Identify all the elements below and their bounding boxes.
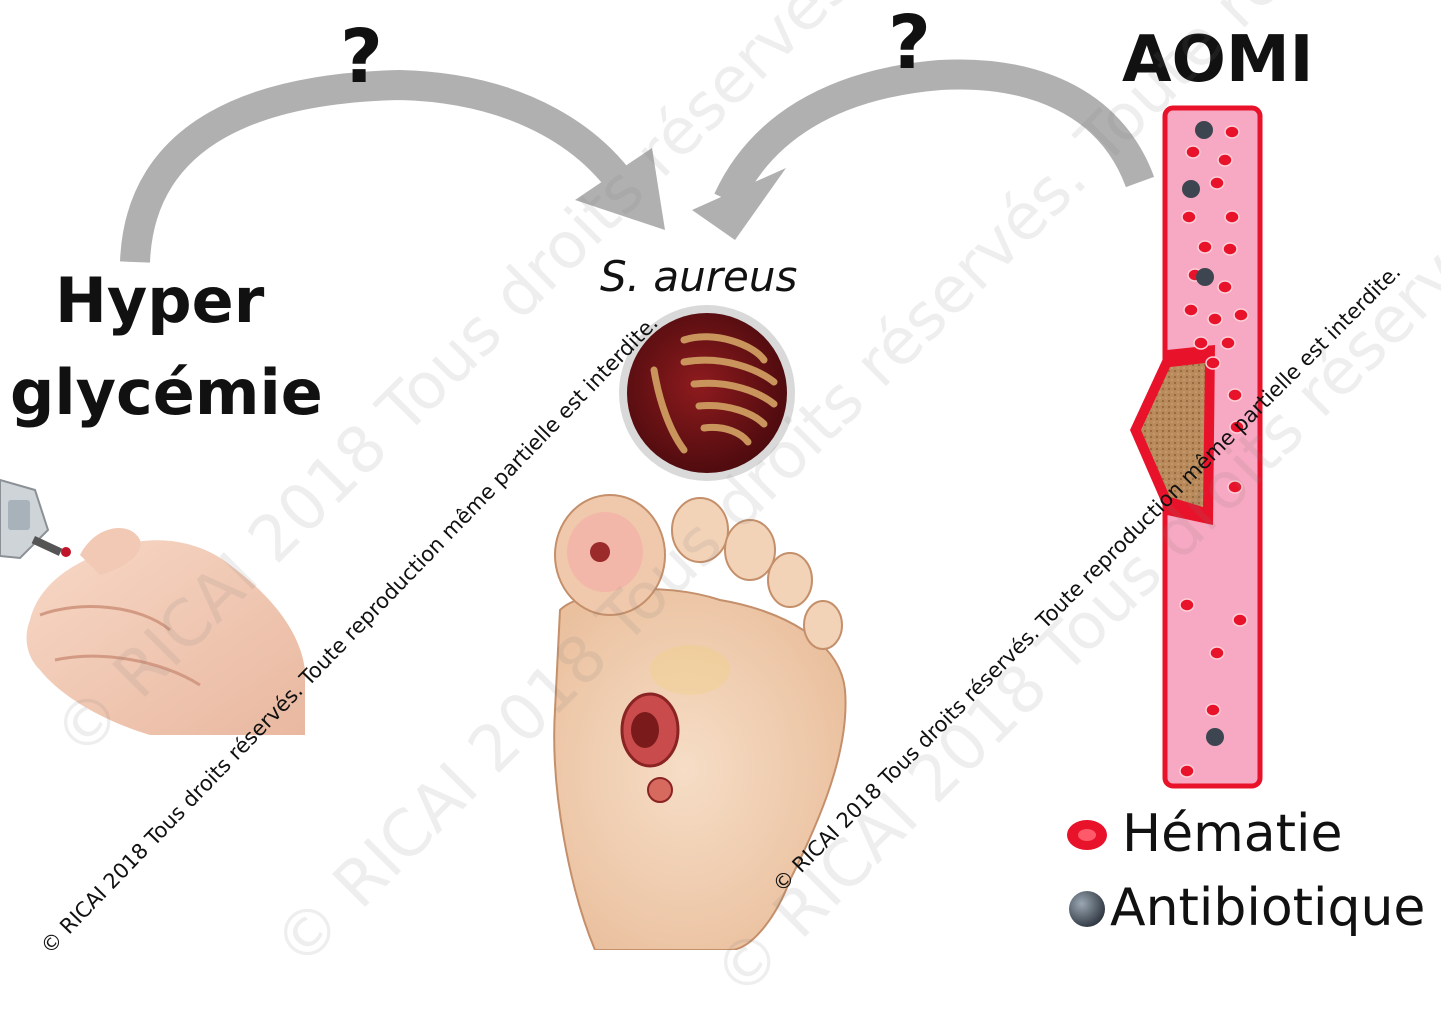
legend-antibiotic-label: Antibiotique [1110, 882, 1425, 934]
hyperglycemia-line1: Hyper [55, 270, 264, 332]
legend-red-cell-icon [1064, 812, 1110, 858]
question-mark-right: ? [888, 6, 931, 80]
question-mark-left: ? [340, 20, 383, 94]
bacteria-label: S. aureus [600, 252, 797, 301]
hyperglycemia-line2: glycémie [10, 362, 323, 424]
legend-antibiotic-icon [1064, 886, 1110, 932]
legend-red-cell-label: Hématie [1122, 808, 1342, 860]
